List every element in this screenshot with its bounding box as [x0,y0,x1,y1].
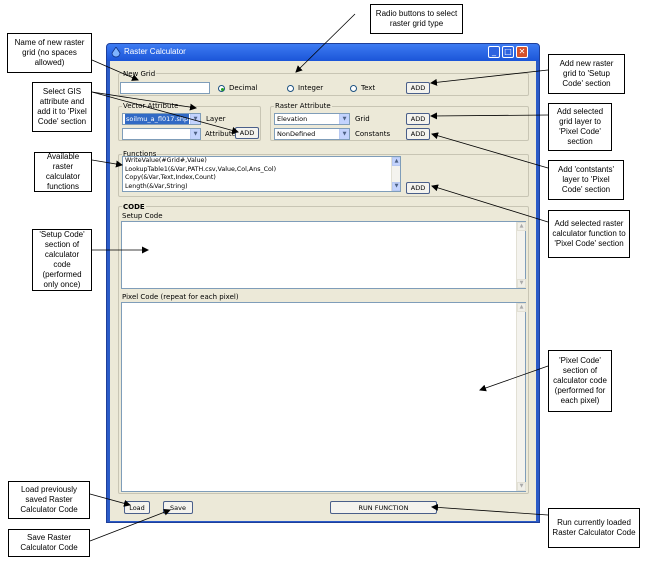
raster-calculator-window: Raster Calculator _ □ ✕ New Grid Decimal… [106,43,540,523]
function-item[interactable]: LookupTable1(&Var,PATH.csv,Value,Col,Ans… [125,165,277,173]
add-constants-button[interactable]: ADD [406,128,430,140]
constants-label: Constants [355,130,391,138]
save-button[interactable]: Save [163,501,193,514]
function-item[interactable]: Length(&Var,String) [125,182,188,190]
add-raster-grid-button[interactable]: ADD [406,113,430,125]
vector-layer-value: soilmu_a_fl017.shp [125,114,190,124]
scroll-down-icon[interactable]: ▼ [517,482,526,491]
functions-label: Functions [122,150,158,158]
raster-calculator-app-icon [111,47,121,58]
chevron-down-icon[interactable]: ▼ [190,129,200,139]
grid-label: Grid [355,115,370,123]
setup-code-label: Setup Code [122,212,163,220]
callout-grid-name: Name of new raster grid (no spaces allow… [7,33,92,73]
add-function-button[interactable]: ADD [406,182,430,194]
function-item[interactable]: Copy(&Var,Text,Index,Count) [125,174,216,181]
callout-load-code: Load previously saved Raster Calculator … [8,481,90,519]
callout-setup-code: 'Setup Code' section of calculator code … [32,229,92,291]
raster-attribute-group [270,106,529,141]
raster-grid-value: Elevation [277,115,308,123]
add-new-grid-button[interactable]: ADD [406,82,430,94]
callout-add-function: Add selected raster calculator function … [548,210,630,258]
chevron-down-icon[interactable]: ▼ [339,114,349,124]
callout-select-gis: Select GIS attribute and add it to 'Pixe… [32,82,92,132]
radio-integer-label: Integer [298,84,324,92]
pixel-code-label: Pixel Code (repeat for each pixel) [122,293,239,301]
chevron-down-icon[interactable]: ▼ [339,129,349,139]
callout-run-code: Run currently loaded Raster Calculator C… [548,508,640,548]
radio-decimal-label: Decimal [229,84,258,92]
run-function-button[interactable]: RUN FUNCTION [330,501,437,514]
window-client-area: New Grid Decimal Integer Text ADD Vector… [110,61,536,521]
functions-list[interactable]: WriteValue(#Grid#,Value) LookupTable1(&V… [122,156,401,192]
close-button[interactable]: ✕ [516,46,528,58]
callout-pixel-code: 'Pixel Code' section of calculator code … [548,350,612,412]
setup-code-textarea[interactable]: ▲ ▼ [121,221,526,289]
callout-add-constants: Add 'contstants' layer to 'Pixel Code' s… [548,160,624,200]
callout-save-code: Save Raster Calculator Code [8,529,90,557]
window-title: Raster Calculator [124,47,186,56]
chevron-down-icon[interactable]: ▼ [190,114,200,124]
pixel-code-textarea[interactable]: ▲ ▼ [121,302,526,492]
add-vector-attribute-button[interactable]: ADD [235,127,259,139]
vector-attribute-label: Vector Attribute [122,102,180,110]
callout-add-grid-layer: Add selected grid layer to 'Pixel Code' … [548,103,612,151]
radio-text[interactable] [350,85,357,92]
pixel-code-scrollbar[interactable]: ▲ ▼ [516,303,526,491]
new-grid-group [118,73,529,96]
code-label: CODE [122,203,146,211]
functions-group [118,154,529,197]
function-item[interactable]: WriteValue(#Grid#,Value) [125,157,207,164]
new-grid-name-input[interactable] [120,82,210,94]
callout-add-new-grid: Add new raster grid to 'Setup Code' sect… [548,54,625,94]
callout-available-functions: Available raster calculator functions [34,152,92,192]
functions-scrollbar[interactable]: ▲ ▼ [391,157,400,191]
callout-radio-buttons: Radio buttons to select raster grid type [370,4,463,34]
scroll-down-icon[interactable]: ▼ [517,279,526,288]
code-group [118,206,529,494]
layer-label: Layer [206,115,226,123]
raster-constants-value: NonDefined [277,130,316,138]
scroll-up-icon[interactable]: ▲ [517,222,526,231]
radio-decimal[interactable] [218,85,225,92]
raster-attribute-label: Raster Attribute [274,102,332,110]
raster-constants-combo[interactable]: NonDefined ▼ [274,128,350,140]
radio-text-label: Text [361,84,376,92]
scroll-down-icon[interactable]: ▼ [392,182,400,191]
radio-integer[interactable] [287,85,294,92]
new-grid-label: New Grid [122,70,157,78]
maximize-button[interactable]: □ [502,46,514,58]
setup-code-scrollbar[interactable]: ▲ ▼ [516,222,526,288]
minimize-button[interactable]: _ [488,46,500,58]
raster-grid-combo[interactable]: Elevation ▼ [274,113,350,125]
scroll-up-icon[interactable]: ▲ [517,303,526,312]
load-button[interactable]: Load [124,501,150,514]
vector-layer-combo[interactable]: soilmu_a_fl017.shp ▼ [122,113,201,125]
vector-attribute-combo[interactable]: ▼ [122,128,201,140]
scroll-up-icon[interactable]: ▲ [392,157,400,166]
attribute-label: Attribute [205,130,236,138]
title-bar[interactable]: Raster Calculator _ □ ✕ [107,44,539,61]
